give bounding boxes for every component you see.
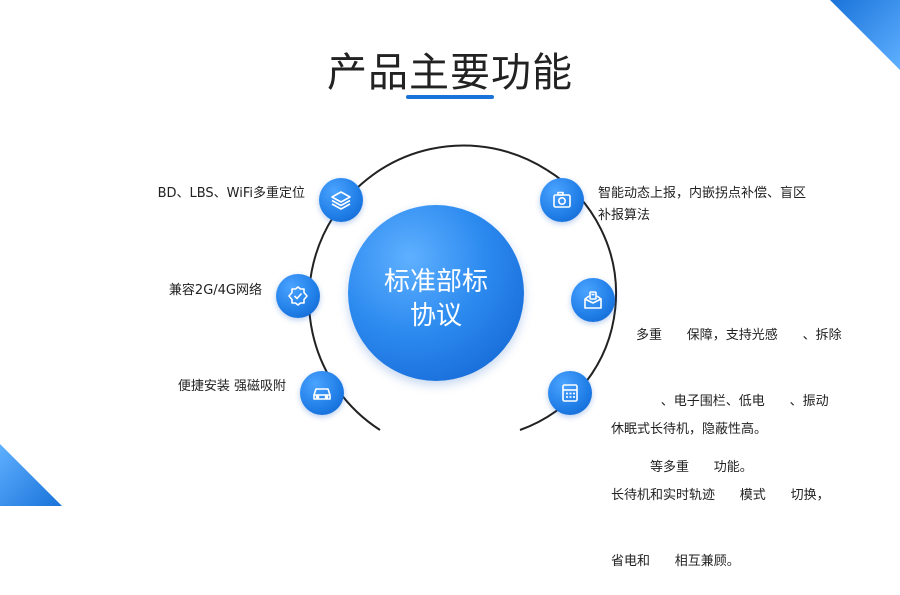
corner-decoration-bottom-left: [0, 444, 62, 506]
feature-label-reporting-line2: 补报算法: [598, 208, 651, 223]
feature-label-installation: 便捷安装 强磁吸附: [177, 379, 286, 394]
alarm-box-icon: [571, 278, 615, 322]
feature-label-alarms-line1: 多重 保障，支持光感 、拆除: [636, 328, 842, 343]
corner-decoration-top-right: [830, 0, 900, 70]
feature-label-standby-line2: 长待机和实时轨迹 模式 切换，: [611, 488, 830, 503]
calculator-icon: [548, 371, 592, 415]
feature-label-standby-line1: 休眠式长待机，隐蔽性高。: [611, 422, 768, 437]
center-title-line1: 标准部标: [383, 267, 488, 297]
center-title-line2: 协议: [409, 301, 462, 331]
center-title: 标准部标 协议: [348, 265, 524, 333]
page-title: 产品主要功能: [327, 50, 573, 96]
car-icon: [300, 371, 344, 415]
feature-label-standby-line3: 省电和 相互兼顾。: [611, 554, 740, 569]
layers-icon: [319, 178, 363, 222]
camera-icon: [540, 178, 584, 222]
feature-label-alarms-line2: 、电子围栏、低电 、振动: [636, 394, 829, 409]
feature-label-alarms-line3: 等多重 功能。: [650, 460, 753, 475]
feature-label-multi-positioning: BD、LBS、WiFi多重定位: [157, 186, 305, 201]
feature-label-network: 兼容2G/4G网络: [168, 283, 262, 298]
feature-label-reporting: 智能动态上报，内嵌拐点补偿、盲区 补报算法: [598, 183, 806, 227]
title-underline: [406, 95, 494, 99]
feature-label-standby: 休眠式长待机，隐蔽性高。 长待机和实时轨迹 模式 切换， 省电和 相互兼顾。: [611, 375, 830, 595]
feature-label-alarms: 多重 保障，支持光感 、拆除 、电子围栏、低电 、振动 等多重 功能。: [636, 281, 842, 501]
feature-label-reporting-line1: 智能动态上报，内嵌拐点补偿、盲区: [598, 186, 807, 201]
center-circle: [348, 205, 524, 381]
shield-check-icon: [276, 274, 320, 318]
